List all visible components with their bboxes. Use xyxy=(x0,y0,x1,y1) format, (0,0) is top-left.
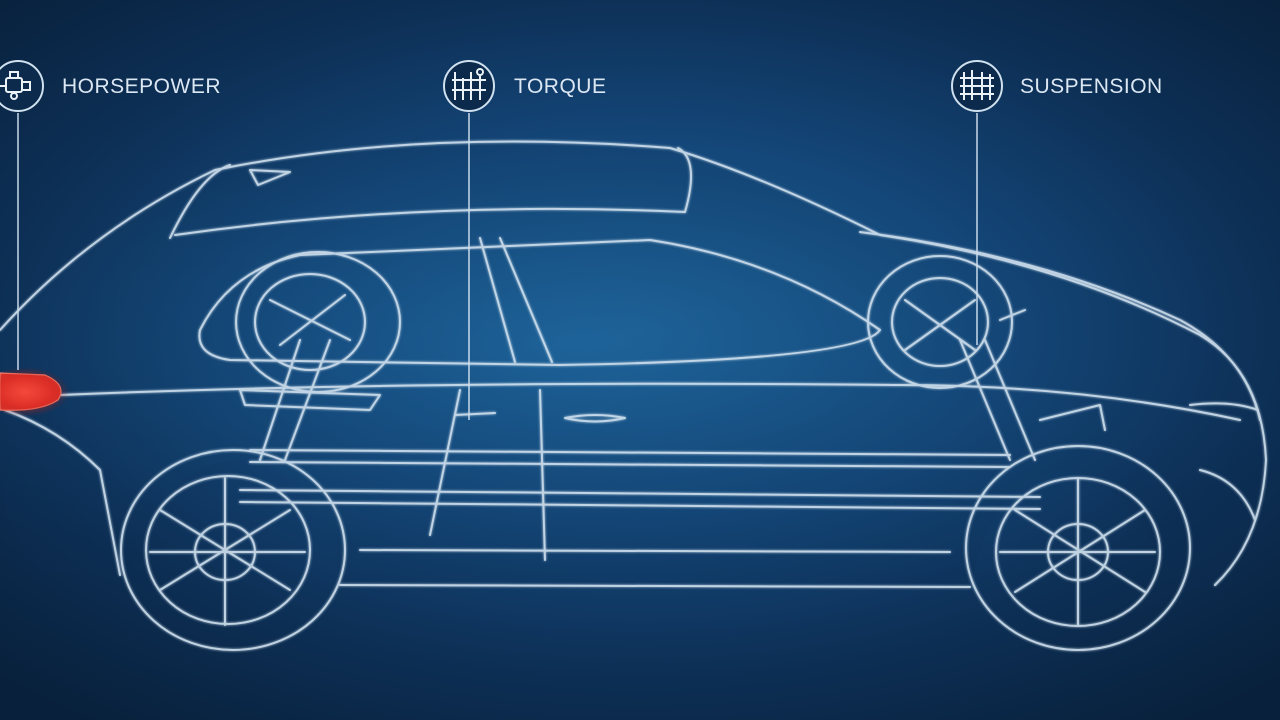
front-assembly-inner xyxy=(891,277,989,367)
roof-inner-line xyxy=(174,207,686,236)
front-wheel-tire xyxy=(965,445,1191,651)
c-pillar xyxy=(499,237,553,363)
front-wheel-spokes xyxy=(999,477,1156,626)
chassis-rail-lower xyxy=(239,489,1041,498)
front-strut-2 xyxy=(984,339,1036,461)
torque-label: TORQUE xyxy=(514,75,607,98)
front-bumper xyxy=(1199,469,1256,521)
rear-strut xyxy=(259,339,301,461)
chassis-rail-upper-2 xyxy=(249,461,1011,468)
rear-wheel-tire xyxy=(120,449,346,651)
suspension-label: SUSPENSION xyxy=(1020,75,1163,98)
rear-wheel-spokes xyxy=(149,477,306,626)
lower-sill xyxy=(339,584,971,588)
sill-line xyxy=(359,549,951,553)
tail-light-glow xyxy=(0,367,70,417)
headlight-line xyxy=(1189,402,1259,411)
front-assembly-ring xyxy=(867,255,1013,389)
windshield-line xyxy=(169,164,231,239)
engine-icon xyxy=(0,60,44,112)
rear-window-line xyxy=(677,147,693,213)
horsepower-label: HORSEPOWER xyxy=(62,75,222,98)
shark-fin xyxy=(249,169,291,186)
rear-assembly-detail xyxy=(239,294,381,411)
chassis-rail-lower-2 xyxy=(239,501,1041,510)
rear-wheel-rim xyxy=(145,475,311,625)
gearbox-icon xyxy=(443,60,495,112)
belt-line xyxy=(59,382,1241,421)
shock-absorber-icon xyxy=(951,60,1003,112)
rear-assembly-inner xyxy=(254,273,366,371)
door-handle-rear xyxy=(454,412,496,416)
front-assembly-detail xyxy=(904,299,1106,431)
door-handle xyxy=(564,414,626,423)
car-body-shape xyxy=(0,141,1266,590)
hood-line xyxy=(859,231,1261,421)
b-pillar xyxy=(479,237,516,363)
chassis-rail-upper xyxy=(249,449,1011,456)
front-strut xyxy=(959,339,1011,461)
door-line-2 xyxy=(539,389,546,561)
rear-strut-2 xyxy=(284,339,331,461)
